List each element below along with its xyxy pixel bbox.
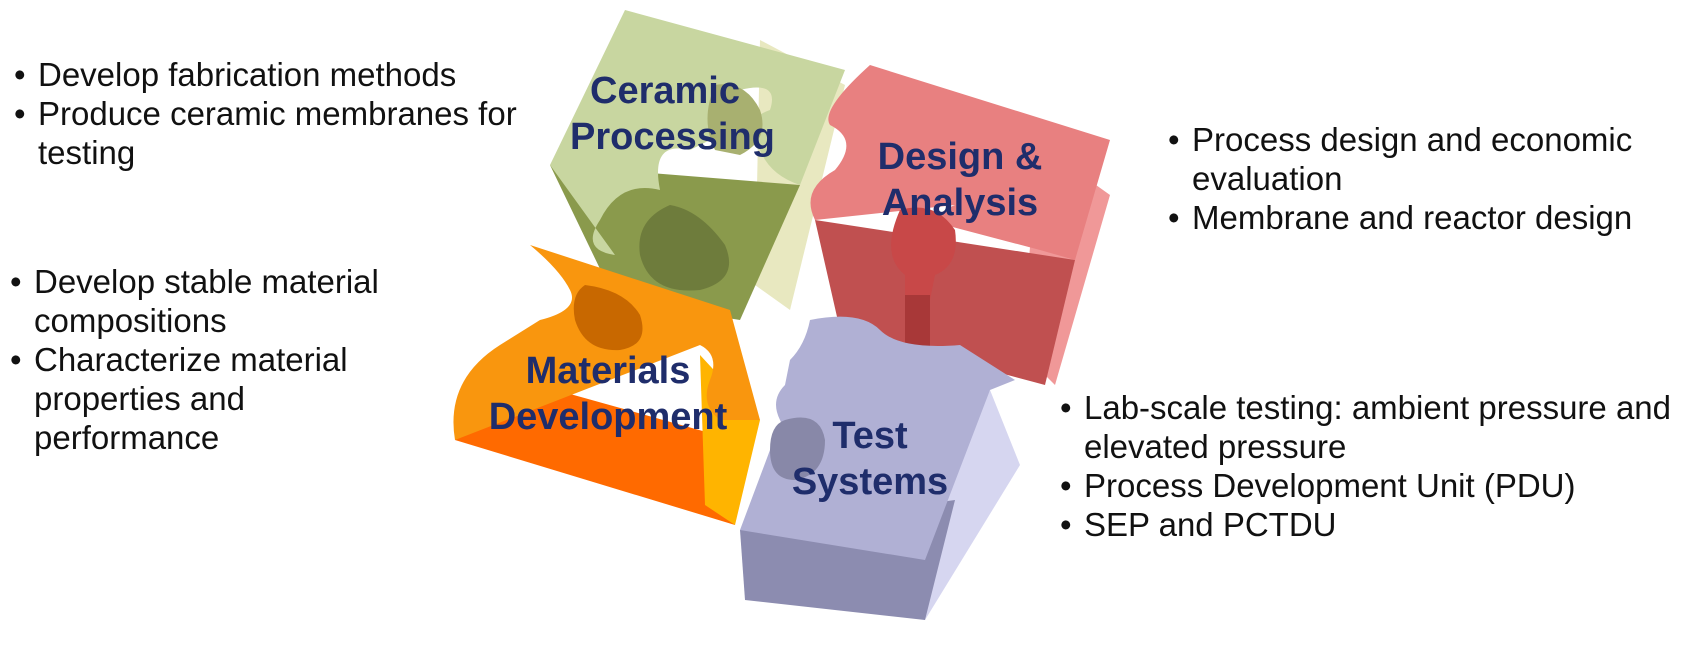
- design-piece-side-face: [815, 220, 1075, 385]
- design-keyhole-stem: [905, 295, 930, 350]
- bullet-item: Lab-scale testing: ambient pressure and …: [1060, 388, 1700, 466]
- ceramic-label-line-2: Processing: [570, 116, 775, 158]
- materials-piece-front-face: [455, 380, 735, 525]
- test-piece-top-face: [740, 316, 1015, 560]
- test-bullets: Lab-scale testing: ambient pressure and …: [1060, 388, 1700, 544]
- test-notch-shade: [770, 417, 825, 480]
- materials-development-label: Materials Development: [478, 348, 738, 440]
- ceramic-processing-label: Ceramic Processing: [570, 68, 775, 160]
- ceramic-piece-top-face: [550, 10, 845, 255]
- design-keyhole-shade: [891, 207, 956, 300]
- design-label-line-2: Analysis: [881, 182, 1039, 224]
- test-systems-label: Test Systems: [780, 413, 960, 505]
- bullet-item: Produce ceramic membranes for testing: [14, 94, 534, 172]
- bullet-item: Characterize material properties and per…: [10, 340, 430, 457]
- bullet-item: SEP and PCTDU: [1060, 505, 1700, 544]
- materials-notch-shade: [573, 285, 643, 351]
- bullet-item: Process design and economic evaluation: [1168, 120, 1698, 198]
- test-piece: [740, 316, 1020, 620]
- design-piece-top-face: [810, 65, 1110, 260]
- ceramic-bullets: Develop fabrication methods Produce cera…: [14, 55, 534, 172]
- design-label-line-1: Design &: [877, 136, 1043, 178]
- test-label-line-2: Systems: [791, 461, 949, 503]
- design-piece: [810, 65, 1110, 385]
- materials-piece: [453, 245, 760, 525]
- bullet-item: Develop fabrication methods: [14, 55, 534, 94]
- bullet-item: Develop stable material compositions: [10, 262, 430, 340]
- ceramic-notch-shade: [639, 205, 730, 291]
- materials-bullets: Develop stable material compositions Cha…: [10, 262, 430, 457]
- ceramic-label-line-1: Ceramic: [590, 70, 740, 112]
- ceramic-tab-shade: [707, 84, 763, 155]
- materials-label-line-1: Materials: [525, 350, 691, 392]
- materials-label-line-2: Development: [488, 396, 728, 438]
- bullet-item: Process Development Unit (PDU): [1060, 466, 1700, 505]
- design-analysis-label: Design & Analysis: [855, 134, 1065, 226]
- design-bullets: Process design and economic evaluation M…: [1168, 120, 1698, 237]
- test-label-line-1: Test: [832, 415, 908, 457]
- bullet-item: Membrane and reactor design: [1168, 198, 1698, 237]
